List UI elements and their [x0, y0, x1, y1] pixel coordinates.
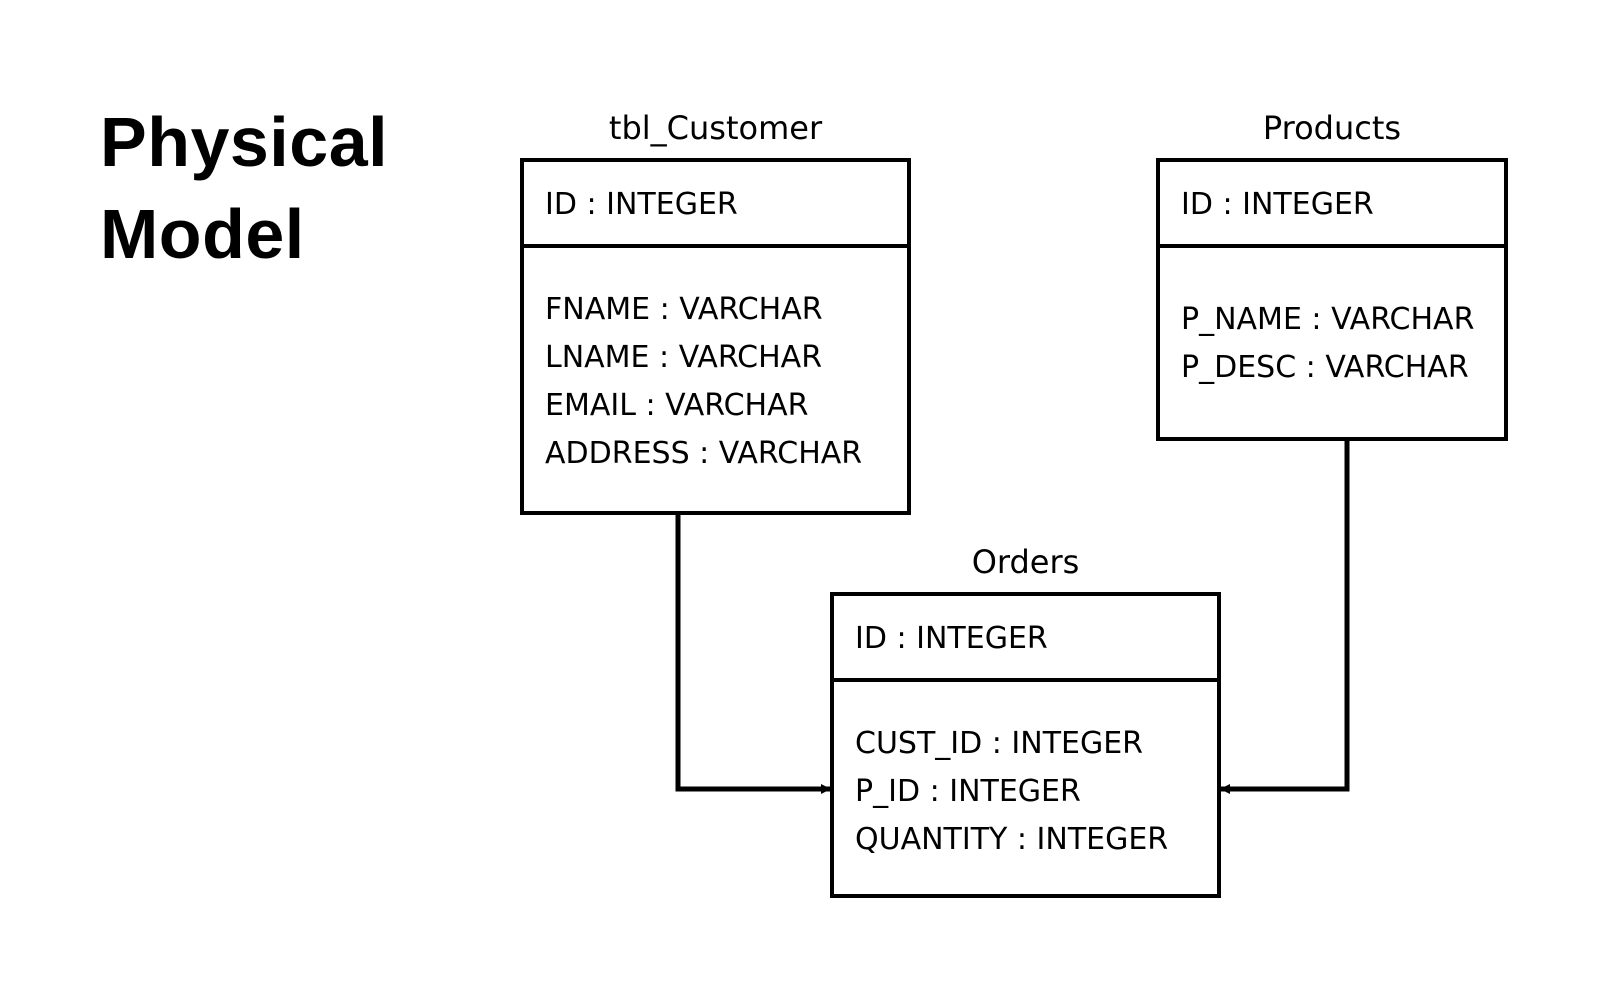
entity-customer[interactable]: tbl_Customer ID : INTEGER FNAME : VARCHA… — [520, 109, 911, 515]
entity-products[interactable]: Products ID : INTEGER P_NAME : VARCHAR P… — [1156, 109, 1508, 441]
connector-products-to-orders — [1220, 441, 1350, 794]
entity-name: tbl_Customer — [608, 109, 823, 147]
entity-box: ID : INTEGER FNAME : VARCHAR LNAME : VAR… — [520, 158, 911, 515]
primary-key-field: ID : INTEGER — [834, 596, 1217, 682]
attribute-list: P_NAME : VARCHAR P_DESC : VARCHAR — [1181, 296, 1500, 392]
attribute-list: FNAME : VARCHAR LNAME : VARCHAR EMAIL : … — [545, 286, 903, 478]
attribute-field: P_ID : INTEGER — [855, 774, 1081, 809]
entity-name: Orders — [971, 543, 1080, 581]
entity-box: ID : INTEGER P_NAME : VARCHAR P_DESC : V… — [1156, 158, 1508, 441]
attribute-field: P_DESC : VARCHAR — [1181, 350, 1469, 385]
page-title-line-1: Physical — [100, 103, 389, 181]
connector-customer-to-orders — [675, 515, 831, 794]
primary-key-field: ID : INTEGER — [1160, 162, 1504, 248]
entity-name: Products — [1262, 109, 1402, 147]
attribute-field: CUST_ID : INTEGER — [855, 726, 1144, 761]
attribute-field: EMAIL : VARCHAR — [545, 388, 809, 423]
attribute-list: CUST_ID : INTEGER P_ID : INTEGER QUANTIT… — [855, 720, 1213, 864]
attribute-field: P_NAME : VARCHAR — [1181, 302, 1475, 337]
attribute-field: QUANTITY : INTEGER — [855, 822, 1169, 857]
entity-box: ID : INTEGER CUST_ID : INTEGER P_ID : IN… — [830, 592, 1221, 898]
attribute-field: ADDRESS : VARCHAR — [545, 436, 863, 471]
primary-key-field: ID : INTEGER — [524, 162, 907, 248]
attribute-field: FNAME : VARCHAR — [545, 292, 823, 327]
entity-orders[interactable]: Orders ID : INTEGER CUST_ID : INTEGER P_… — [830, 543, 1221, 898]
page-title-line-2: Model — [100, 195, 305, 273]
attribute-field: LNAME : VARCHAR — [545, 340, 823, 375]
page-title: Physical Model — [100, 96, 388, 280]
